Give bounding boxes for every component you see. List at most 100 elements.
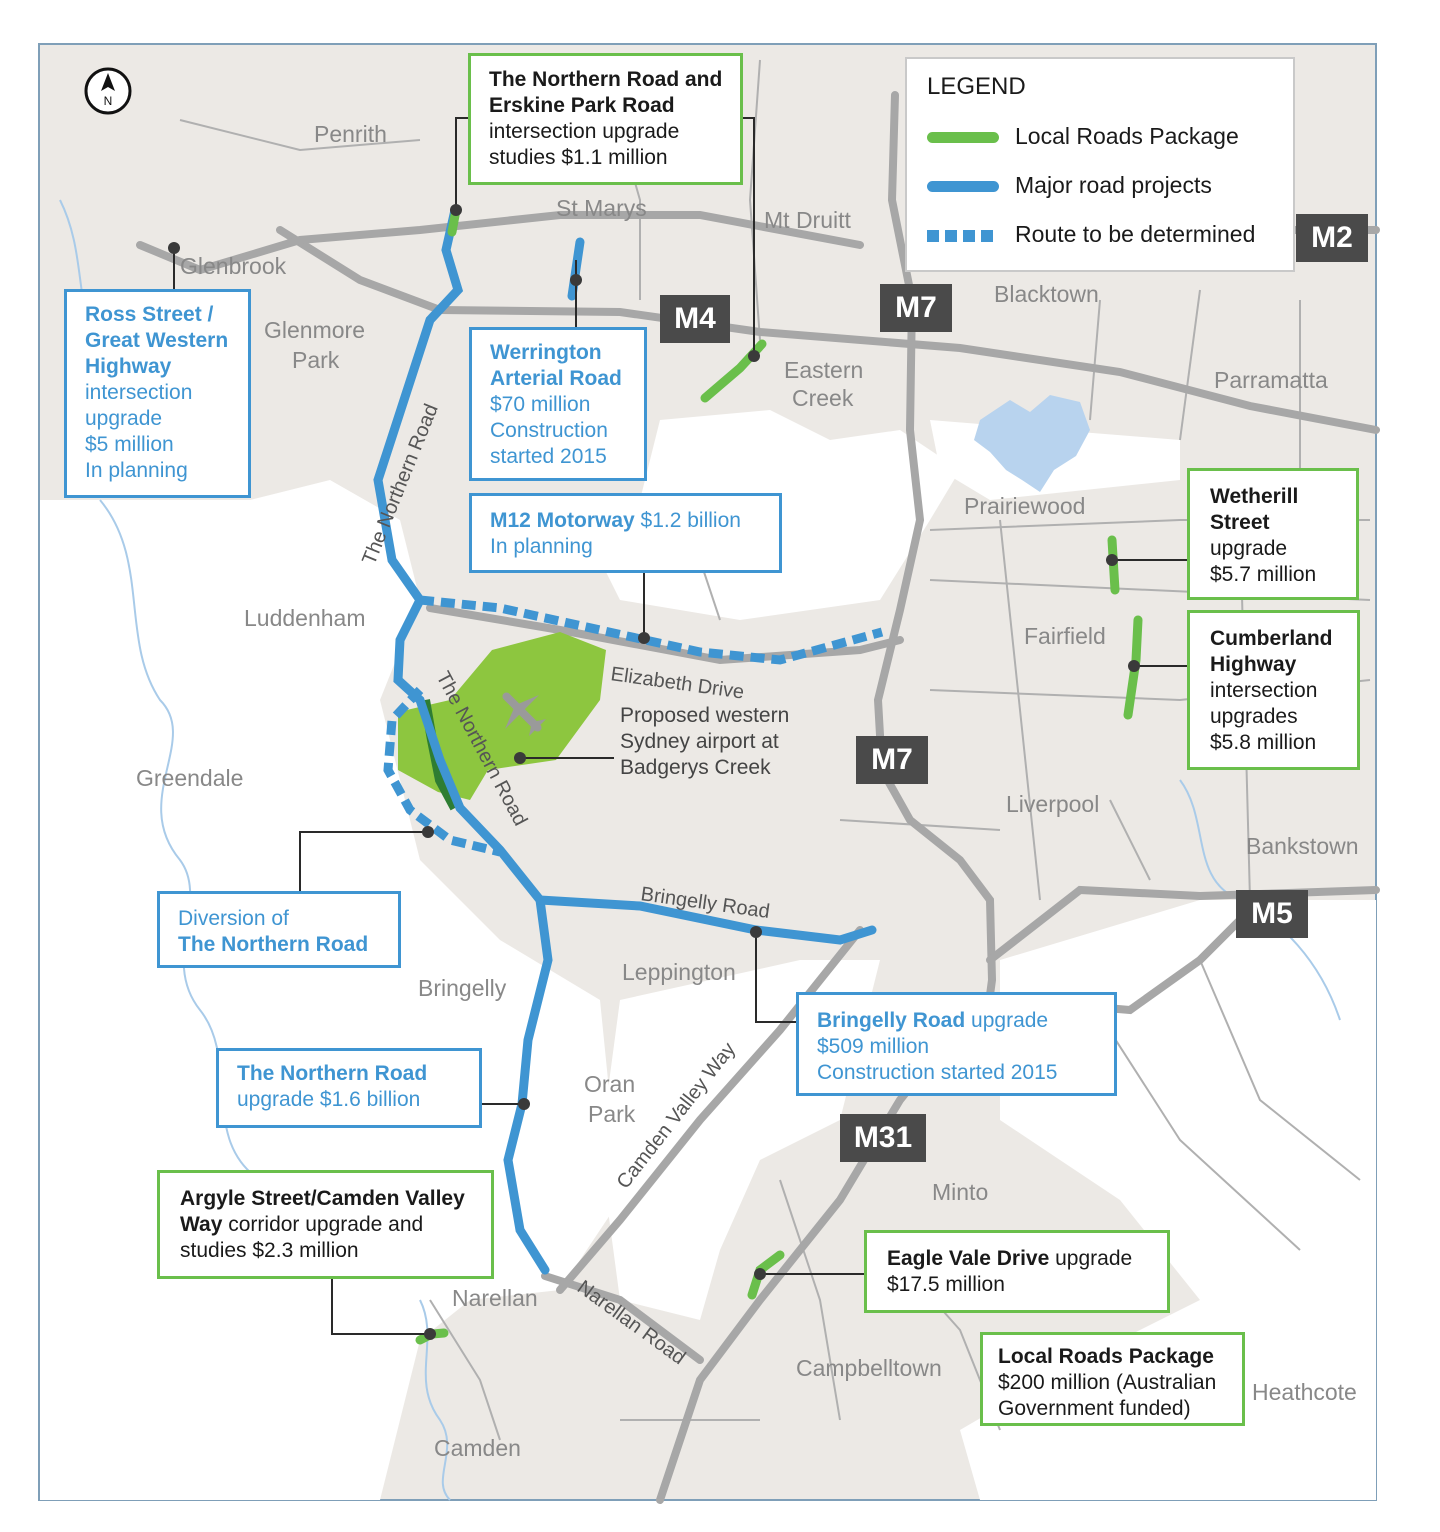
callout-diversion-text: Diversion of	[178, 907, 289, 930]
place-liverpool: Liverpool	[1006, 791, 1099, 817]
place-heathcote: Heathcote	[1252, 1379, 1357, 1405]
place-greendale: Greendale	[136, 765, 243, 791]
leader-dots	[168, 204, 1140, 1340]
place-leppington: Leppington	[622, 959, 736, 985]
place-bankstown: Bankstown	[1246, 833, 1359, 859]
callout-ross-street: Ross Street / Great Western Highway inte…	[64, 289, 251, 498]
place-parramatta: Parramatta	[1214, 367, 1328, 393]
callout-wetherill-text-1: upgrade	[1210, 537, 1288, 560]
motorway-shield-m7-south: M7	[856, 736, 928, 784]
place-camden: Camden	[434, 1435, 521, 1461]
callout-northern-erskine-text-1: intersection upgrade	[489, 120, 680, 143]
m12-route	[419, 595, 884, 665]
callout-werrington-title-1: Werrington	[490, 341, 602, 364]
legend-label-route-tbd: Route to be determined	[1015, 221, 1256, 247]
place-oran: Oran	[584, 1071, 635, 1097]
m4-road	[276, 226, 1380, 434]
callout-cumberland-text-1: intersection	[1210, 679, 1318, 702]
callout-werrington-text-2: Construction	[490, 419, 608, 442]
callout-local-package: Local Roads Package $200 million (Austra…	[980, 1332, 1245, 1426]
place-glenmore: Glenmore	[264, 317, 365, 343]
callout-ross-street-text-3: $5 million	[85, 433, 174, 456]
place-labels: Penrith Glenbrook St Marys Mt Druitt Gle…	[136, 121, 1359, 1461]
place-prairiewood: Prairiewood	[964, 493, 1085, 519]
callout-argyle-title-2: Way	[180, 1213, 223, 1236]
callout-ross-street-text-1: intersection	[85, 381, 193, 404]
callout-cumberland-title-2: Highway	[1210, 653, 1297, 676]
legend-swatch-dashed	[927, 229, 999, 242]
place-campbelltown: Campbelltown	[796, 1355, 942, 1381]
callout-m12: M12 Motorway $1.2 billion In planning	[469, 493, 782, 573]
place-narellan: Narellan	[452, 1285, 538, 1311]
callout-eagle-vale: Eagle Vale Drive upgrade $17.5 million	[864, 1230, 1170, 1313]
legend-title: LEGEND	[927, 73, 1026, 100]
elizabeth-drive-road	[426, 604, 904, 665]
place-glenbrook: Glenbrook	[180, 253, 287, 279]
callout-eagle-vale-title: Eagle Vale Drive	[887, 1247, 1050, 1270]
callout-m12-title: M12 Motorway	[490, 509, 635, 532]
place-eastern: Eastern	[784, 357, 863, 383]
place-fairfield: Fairfield	[1024, 623, 1106, 649]
callout-cumberland-title-1: Cumberland	[1210, 627, 1333, 650]
place-minto: Minto	[932, 1179, 988, 1205]
callout-wetherill: Wetherill Street upgrade $5.7 million	[1187, 468, 1359, 600]
callout-northern-erskine-text-2: studies $1.1 million	[489, 146, 668, 169]
callout-werrington: Werrington Arterial Road $70 million Con…	[469, 327, 647, 481]
callout-ross-street-title-2: Great Western	[85, 329, 229, 352]
airport-label: Proposed western Sydney airport at Badge…	[620, 704, 789, 779]
callout-werrington-title-2: Arterial Road	[490, 367, 622, 390]
place-creek: Creek	[792, 385, 854, 411]
airport-label-line-2: Sydney airport at	[620, 730, 779, 753]
callout-ross-street-text-2: upgrade	[85, 407, 163, 430]
airport-label-line-3: Badgerys Creek	[620, 756, 771, 779]
great-western-highway	[136, 211, 864, 275]
callout-ross-street-text-4: In planning	[85, 459, 188, 482]
callout-argyle-title-1: Argyle Street/Camden Valley	[180, 1187, 465, 1210]
place-oran-park: Park	[588, 1101, 636, 1127]
callout-local-package-text-1: $200 million (Australian	[998, 1371, 1217, 1394]
narellan-road	[541, 1272, 704, 1364]
callout-local-package-title: Local Roads Package	[998, 1345, 1214, 1368]
motorway-shield-m5: M5	[1236, 890, 1308, 938]
callout-cumberland-text-2: upgrades	[1210, 705, 1298, 728]
legend-swatch-green	[927, 132, 999, 144]
legend-label-local-roads: Local Roads Package	[1015, 123, 1239, 149]
place-mt-druitt: Mt Druitt	[764, 207, 852, 233]
leader-lines	[173, 117, 1188, 1335]
routes-to-be-determined	[383, 595, 884, 857]
prospect-reservoir	[974, 395, 1090, 492]
callout-cumberland: Cumberland Highway intersection upgrades…	[1187, 610, 1360, 770]
motorway-shield-m4: M4	[660, 295, 730, 343]
callout-werrington-text-1: $70 million	[490, 393, 591, 416]
callout-cumberland-text-3: $5.8 million	[1210, 731, 1317, 754]
callout-diversion-title: The Northern Road	[178, 933, 369, 956]
callout-bringelly-road: Bringelly Road upgrade $509 million Cons…	[796, 992, 1117, 1096]
northern-road-route	[373, 205, 553, 1275]
callout-northern-upgrade-text: upgrade $1.6 billion	[237, 1088, 421, 1111]
callout-eagle-vale-upgrade: upgrade	[1049, 1247, 1133, 1270]
place-blacktown: Blacktown	[994, 281, 1099, 307]
motorway-shield-m31: M31	[840, 1114, 926, 1162]
legend-item-major-roads: Major road projects	[927, 172, 1212, 199]
callout-northern-erskine-title-2: Erskine Park Road	[489, 94, 675, 117]
callout-ross-street-title-1: Ross Street /	[85, 303, 214, 326]
motorway-shield-m7-north: M7	[880, 284, 952, 332]
legend-item-local-roads: Local Roads Package	[927, 123, 1239, 150]
legend: LEGEND Local Roads Package Major road pr…	[905, 57, 1295, 272]
callout-northern-erskine: The Northern Road and Erskine Park Road …	[468, 53, 743, 185]
callout-bringelly-title: Bringelly Road	[817, 1009, 966, 1032]
callout-northern-erskine-title-1: The Northern Road and	[489, 68, 723, 91]
callout-ross-street-title-3: Highway	[85, 355, 172, 378]
place-st-marys: St Marys	[556, 195, 647, 221]
callout-wetherill-text-2: $5.7 million	[1210, 563, 1317, 586]
northern-road-diversion	[383, 686, 502, 857]
legend-label-major-roads: Major road projects	[1015, 172, 1212, 198]
legend-item-route-tbd: Route to be determined	[927, 221, 1255, 248]
place-bringelly: Bringelly	[418, 975, 507, 1001]
callout-argyle-text-1: corridor upgrade and	[222, 1213, 424, 1236]
callout-northern-upgrade: The Northern Road upgrade $1.6 billion	[216, 1048, 482, 1128]
callout-m12-status: In planning	[490, 535, 593, 558]
callout-diversion: Diversion of The Northern Road	[157, 891, 401, 968]
legend-swatch-blue	[927, 181, 999, 193]
place-penrith: Penrith	[314, 121, 387, 147]
